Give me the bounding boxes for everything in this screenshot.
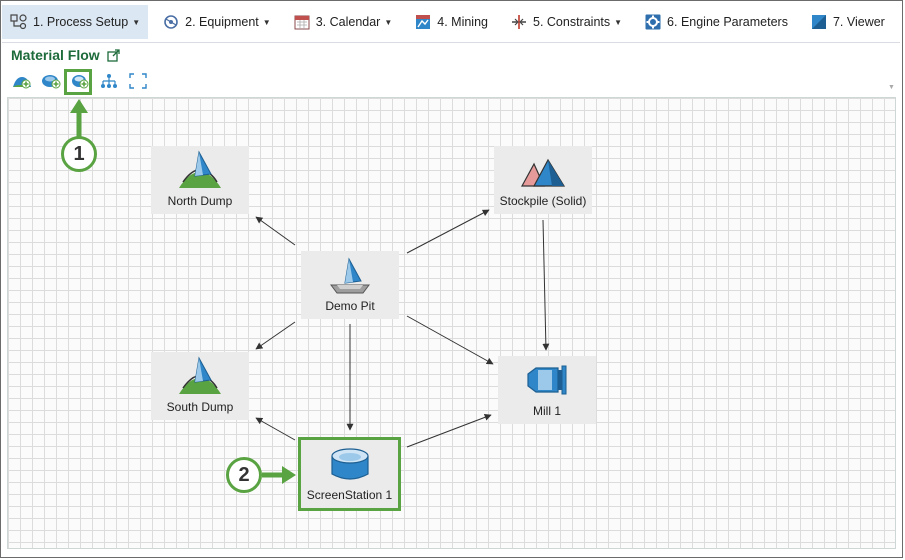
tab-label: 6. Engine Parameters bbox=[667, 15, 788, 29]
add-dump-button[interactable] bbox=[11, 73, 33, 93]
add-stockpile-icon bbox=[41, 73, 61, 94]
process-setup-icon bbox=[10, 13, 28, 31]
tab-process-setup[interactable]: 1. Process Setup ▼ bbox=[2, 5, 149, 39]
callout-number: 2 bbox=[238, 463, 250, 486]
node-label: ScreenStation 1 bbox=[306, 488, 393, 502]
panel-title: Material Flow bbox=[11, 47, 120, 63]
mining-icon bbox=[414, 13, 432, 31]
panel-collapse-icon[interactable]: ▼ bbox=[888, 84, 895, 91]
chevron-down-icon: ▼ bbox=[262, 17, 271, 27]
add-dump-icon bbox=[12, 73, 32, 94]
callout-badge-2: 2 bbox=[226, 457, 262, 493]
panel-title-text: Material Flow bbox=[11, 47, 100, 63]
tab-label: 3. Calendar bbox=[315, 15, 381, 29]
tab-viewer[interactable]: 7. Viewer bbox=[802, 5, 893, 39]
gear-icon bbox=[644, 13, 662, 31]
add-stockpile-button[interactable] bbox=[40, 73, 62, 93]
tab-engine-parameters[interactable]: 6. Engine Parameters bbox=[636, 5, 796, 39]
chevron-down-icon: ▼ bbox=[132, 17, 141, 27]
tab-label: 2. Equipment bbox=[185, 15, 259, 29]
hierarchy-icon bbox=[100, 73, 118, 94]
viewer-icon bbox=[810, 13, 828, 31]
dump-icon bbox=[177, 356, 223, 401]
tab-label: 4. Mining bbox=[437, 15, 488, 29]
auto-layout-button[interactable] bbox=[98, 73, 120, 93]
fit-view-icon bbox=[129, 72, 147, 94]
chevron-down-icon: ▼ bbox=[614, 17, 623, 27]
stockpile-icon bbox=[520, 150, 566, 195]
node-label: South Dump bbox=[166, 400, 234, 414]
node-label: Demo Pit bbox=[325, 299, 375, 313]
mill-icon bbox=[524, 360, 570, 405]
material-flow-toolbar bbox=[11, 69, 156, 95]
add-screen-station-icon bbox=[70, 73, 90, 94]
tab-label: 1. Process Setup bbox=[33, 15, 129, 29]
callout-badge-1: 1 bbox=[61, 136, 97, 172]
tab-label: 7. Viewer bbox=[832, 15, 885, 29]
calendar-icon bbox=[293, 13, 311, 31]
pit-icon bbox=[327, 255, 373, 300]
node-label: Stockpile (Solid) bbox=[499, 194, 587, 208]
node-demo-pit[interactable]: Demo Pit bbox=[301, 251, 399, 319]
callout-number: 1 bbox=[73, 142, 85, 165]
node-north-dump[interactable]: North Dump bbox=[151, 146, 249, 214]
material-flow-canvas[interactable] bbox=[7, 97, 896, 549]
tab-constraints[interactable]: 5. Constraints ▼ bbox=[502, 5, 630, 39]
dump-icon bbox=[177, 150, 223, 195]
main-tab-bar: 1. Process Setup ▼ 2. Equipment ▼ 3. Cal… bbox=[2, 2, 900, 43]
node-mill-1[interactable]: Mill 1 bbox=[498, 356, 596, 424]
chevron-down-icon: ▼ bbox=[384, 17, 393, 27]
constraints-icon bbox=[510, 13, 528, 31]
equipment-icon bbox=[162, 13, 180, 31]
tab-label: 5. Constraints bbox=[533, 15, 611, 29]
fit-to-view-button[interactable] bbox=[127, 72, 149, 94]
node-label: Mill 1 bbox=[532, 404, 561, 418]
tab-calendar[interactable]: 3. Calendar ▼ bbox=[285, 5, 401, 39]
tab-mining[interactable]: 4. Mining bbox=[406, 5, 496, 39]
screen-station-icon bbox=[327, 444, 373, 489]
node-label: North Dump bbox=[167, 194, 233, 208]
tab-equipment[interactable]: 2. Equipment ▼ bbox=[154, 5, 279, 39]
node-screen-station-1[interactable]: ScreenStation 1 bbox=[298, 437, 401, 511]
node-south-dump[interactable]: South Dump bbox=[151, 352, 249, 420]
add-screen-station-button[interactable] bbox=[64, 69, 92, 95]
external-link-icon[interactable] bbox=[107, 48, 120, 62]
node-stockpile-solid[interactable]: Stockpile (Solid) bbox=[494, 146, 592, 214]
